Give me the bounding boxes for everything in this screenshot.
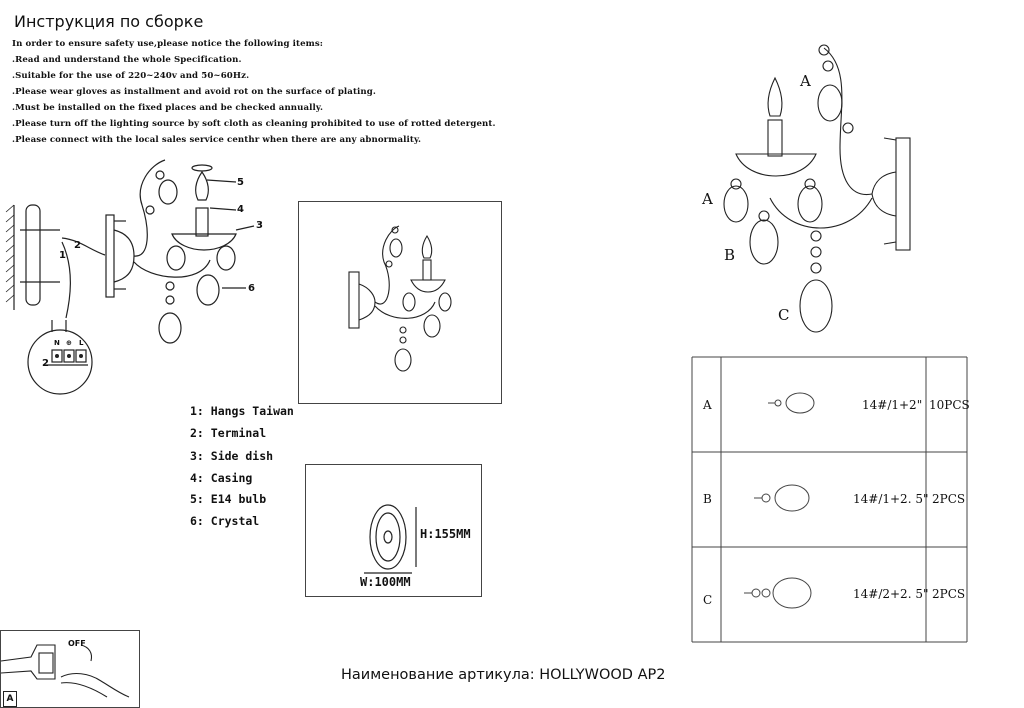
- safety-note: .Please wear gloves as installment and a…: [12, 87, 376, 97]
- legend-item: 3: Side dish: [190, 449, 274, 463]
- parts-row-letter: C: [703, 593, 713, 607]
- parts-row-spec: 14#/1+2": [862, 398, 923, 412]
- corner-label: A: [3, 691, 17, 707]
- legend-item: 6: Crystal: [190, 514, 260, 528]
- article-name: Наименование артикула: HOLLYWOOD AP2: [341, 667, 666, 683]
- diagram-number: 5: [237, 177, 244, 188]
- legend-item: 4: Casing: [190, 471, 253, 485]
- safety-note: .Please connect with the local sales ser…: [12, 135, 422, 145]
- legend-item: 1: Hangs Taiwan: [190, 404, 294, 418]
- height-dimension: H:155MM: [420, 527, 471, 541]
- safety-note: .Must be installed on the fixed places a…: [12, 103, 324, 113]
- parts-row-letter: B: [703, 492, 712, 506]
- diagram-number: 6: [248, 283, 255, 294]
- part-label: A: [800, 72, 811, 90]
- terminal-label-n: N: [54, 339, 60, 347]
- legend-item: 2: Terminal: [190, 426, 267, 440]
- backplate-dimension-drawing: [364, 504, 417, 574]
- dimensions-panel: H:155MM W:100MM: [305, 464, 482, 597]
- safety-note-intro: In order to ensure safety use,please not…: [12, 39, 324, 49]
- assembly-diagram: [5, 159, 255, 395]
- page-title: Инструкция по сборке: [14, 12, 204, 31]
- diagram-number: 2: [74, 240, 81, 251]
- parts-row-spec: 14#/2+2. 5": [853, 587, 929, 601]
- diagram-number: 2: [42, 358, 49, 369]
- safety-note: .Suitable for the use of 220~240v and 50…: [12, 71, 250, 81]
- diagram-number: 3: [256, 220, 263, 231]
- power-off-warning-panel: OFF A: [0, 630, 140, 708]
- assembled-fixture-panel: [298, 201, 502, 404]
- parts-row-qty: 2PCS: [932, 492, 966, 506]
- width-dimension: W:100MM: [360, 575, 411, 589]
- part-label: B: [724, 246, 736, 264]
- part-label: C: [778, 306, 790, 324]
- terminal-label-l: L: [79, 339, 84, 347]
- parts-row-spec: 14#/1+2. 5": [853, 492, 929, 506]
- part-label: A: [702, 190, 713, 208]
- assembled-fixture-illustration: [348, 225, 452, 372]
- parts-row-qty: 2PCS: [932, 587, 966, 601]
- safety-note: .Read and understand the whole Specifica…: [12, 55, 242, 65]
- parts-table-grid: [691, 356, 968, 643]
- parts-row-qty: 10PCS: [929, 398, 970, 412]
- safety-note: .Please turn off the lighting source by …: [12, 119, 496, 129]
- parts-row-letter: A: [703, 398, 712, 412]
- switch-off-hand-illustration: [0, 644, 130, 698]
- terminal-label-ground: ⊕: [66, 339, 72, 347]
- parts-table: A 14#/1+2" 10PCS B 14#/1+2. 5" 2PCS C 14…: [691, 356, 970, 643]
- fixture-parts-illustration: [723, 44, 911, 333]
- diagram-number: 1: [59, 250, 66, 261]
- diagram-number: 4: [237, 204, 244, 215]
- switch-off-label: OFF: [68, 639, 86, 648]
- legend-item: 5: E14 bulb: [190, 492, 267, 506]
